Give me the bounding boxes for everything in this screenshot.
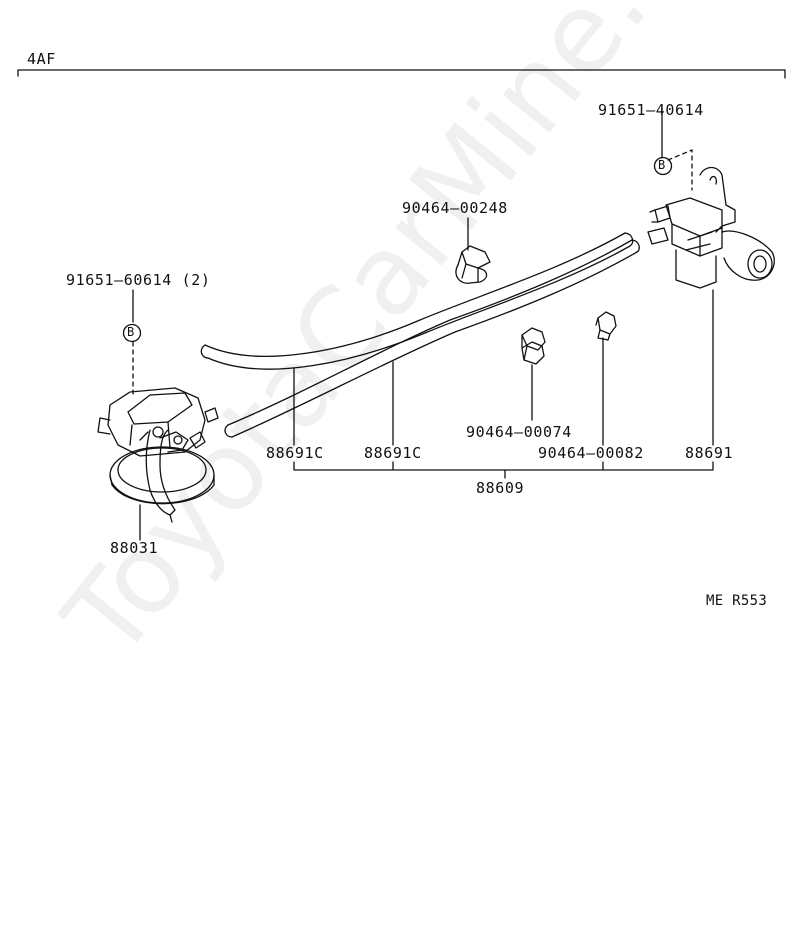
actuator-shape	[97, 387, 219, 523]
part-label-hose-c1: 88691C	[266, 444, 324, 462]
part-label-clamp-mid: 90464–00074	[466, 423, 572, 441]
hose-upper	[204, 232, 626, 357]
part-label-actuator: 88031	[110, 539, 159, 557]
vsv-valve-shape	[647, 166, 775, 289]
b-marker-right: B	[658, 158, 666, 172]
part-label-hose-main: 88691	[685, 444, 734, 462]
clamp-right-shape	[595, 311, 617, 341]
diagram-reference: ME R553	[706, 593, 768, 609]
b-marker-right-circle	[653, 156, 673, 176]
part-label-hose-assy: 88609	[476, 479, 525, 497]
b-marker-left-circle	[122, 323, 142, 343]
b-marker-left: B	[127, 325, 135, 339]
clamp-mid-shape	[521, 327, 546, 365]
part-label-clamp-right: 90464–00082	[538, 444, 644, 462]
clamp-top-shape	[455, 245, 491, 284]
leader-bolt-right-dash	[667, 149, 693, 191]
engine-code-label: 4AF	[27, 50, 56, 68]
hose-lower	[227, 239, 633, 426]
bracket-hose-assy	[293, 461, 714, 479]
part-label-clamp-top: 90464–00248	[402, 199, 508, 217]
part-label-bolt-right: 91651–40614	[598, 101, 704, 119]
header-rule	[17, 69, 786, 79]
part-label-hose-c2: 88691C	[364, 444, 422, 462]
part-label-bolt-left: 91651–60614 (2)	[66, 271, 211, 289]
